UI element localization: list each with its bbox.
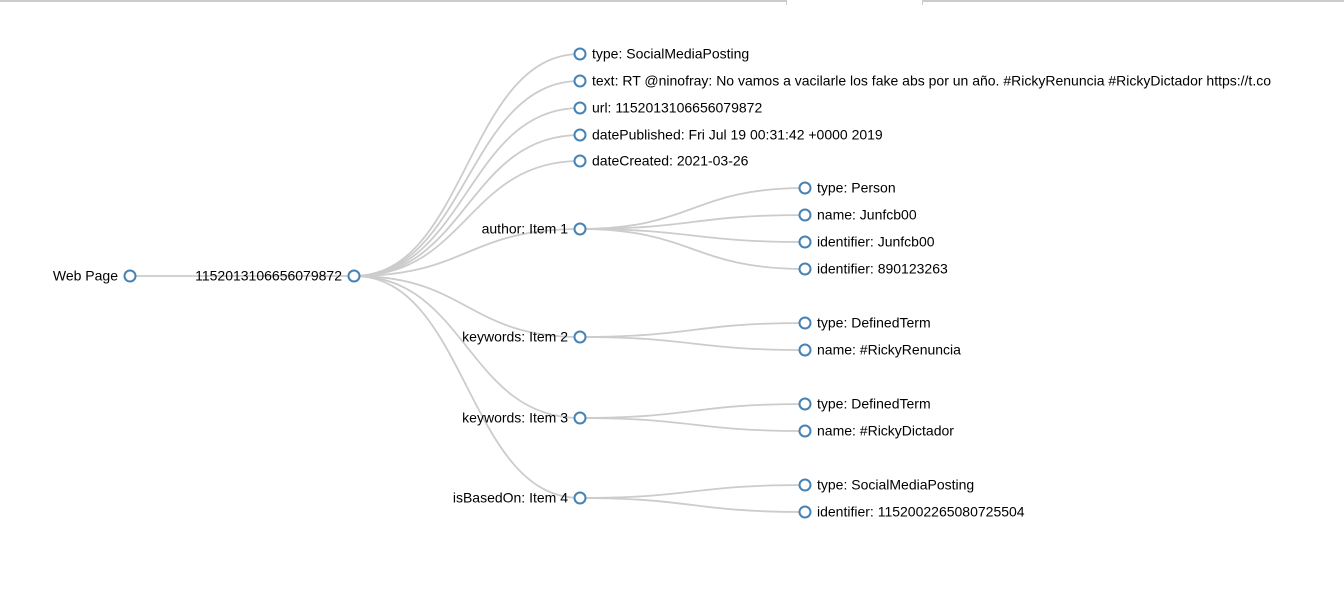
tree-link — [353, 134, 581, 277]
tree-node: author: Item 1 — [482, 220, 587, 236]
tree-link — [579, 336, 806, 351]
tree-node: dateCreated: 2021-03-26 — [573, 152, 749, 168]
tree-link — [353, 228, 581, 277]
tree-node-label: url: 1152013106656079872 — [592, 99, 762, 115]
tree-node: datePublished: Fri Jul 19 00:31:42 +0000… — [573, 126, 883, 142]
tree-node-label: text: RT @ninofray: No vamos a vacilarle… — [592, 72, 1271, 88]
tree-node: keywords: Item 2 — [462, 328, 587, 344]
tree-link — [353, 160, 581, 277]
tree-node-circle[interactable] — [798, 208, 812, 222]
tree-node-circle[interactable] — [573, 101, 587, 115]
tree-link — [579, 497, 806, 513]
tree-link — [353, 275, 581, 419]
tree-node-label: name: Junfcb00 — [817, 206, 917, 222]
tree-node: name: #RickyDictador — [798, 422, 954, 438]
tree-link — [353, 107, 581, 277]
tree-node-label: identifier: 1152002265080725504 — [817, 503, 1025, 519]
tree-link — [353, 275, 581, 499]
tree-link — [579, 403, 806, 419]
tree-node-circle[interactable] — [573, 128, 587, 142]
tree-node-circle[interactable] — [573, 154, 587, 168]
tree-node-label: type: Person — [817, 179, 896, 195]
tree-node-label: name: #RickyRenuncia — [817, 341, 961, 357]
tree-node-label: dateCreated: 2021-03-26 — [592, 152, 749, 168]
tree-node: name: Junfcb00 — [798, 206, 917, 222]
tree-node-label: identifier: Junfcb00 — [817, 233, 935, 249]
tree-link — [353, 53, 581, 277]
tree-link — [579, 187, 806, 230]
tree-node: keywords: Item 3 — [462, 409, 587, 425]
tree-link — [579, 214, 806, 230]
tree-node: Web Page — [53, 267, 137, 283]
tree-node-circle[interactable] — [123, 269, 137, 283]
tree-node-label: identifier: 890123263 — [817, 260, 948, 276]
tree-node-label: author: Item 1 — [482, 220, 569, 236]
tree-node-circle[interactable] — [798, 478, 812, 492]
tree-node-label: keywords: Item 2 — [462, 328, 568, 344]
tree-node-circle[interactable] — [573, 47, 587, 61]
tree-node-circle[interactable] — [347, 269, 361, 283]
tree-node: identifier: 1152002265080725504 — [798, 503, 1025, 519]
tree-link — [579, 417, 806, 432]
tree-node: type: SocialMediaPosting — [573, 45, 749, 61]
top-border — [0, 0, 1344, 5]
tree-node-circle[interactable] — [573, 411, 587, 425]
tree-node: identifier: 890123263 — [798, 260, 948, 276]
tree-node-circle[interactable] — [798, 343, 812, 357]
tree-link — [579, 484, 806, 499]
tree-node: text: RT @ninofray: No vamos a vacilarle… — [573, 72, 1271, 88]
tree-node-label: 1152013106656079872 — [195, 267, 342, 283]
tree-node-label: Web Page — [53, 267, 118, 283]
tree-node-label: isBasedOn: Item 4 — [453, 489, 568, 505]
tree-node: url: 1152013106656079872 — [573, 99, 762, 115]
tree-node-circle[interactable] — [573, 74, 587, 88]
tree-node-label: datePublished: Fri Jul 19 00:31:42 +0000… — [592, 126, 883, 142]
tree-node: identifier: Junfcb00 — [798, 233, 935, 249]
tree-node-label: keywords: Item 3 — [462, 409, 568, 425]
tree-node-circle[interactable] — [798, 181, 812, 195]
tree-node-label: type: DefinedTerm — [817, 395, 931, 411]
tree-nodes-layer: Web Page 1152013106656079872 type: SocialM… — [53, 45, 1271, 519]
tree-node-circle[interactable] — [798, 316, 812, 330]
tree-node-label: type: SocialMediaPosting — [592, 45, 749, 61]
tree-node: type: Person — [798, 179, 896, 195]
tree-node-circle[interactable] — [798, 505, 812, 519]
tree-node-label: type: DefinedTerm — [817, 314, 931, 330]
tree-node: type: DefinedTerm — [798, 314, 931, 330]
tree-node-circle[interactable] — [573, 222, 587, 236]
tree-node-circle[interactable] — [573, 491, 587, 505]
tree-links-layer — [130, 53, 806, 513]
tree-link — [579, 228, 806, 270]
tree-node-circle[interactable] — [798, 397, 812, 411]
tree-node-circle[interactable] — [798, 235, 812, 249]
tree-link — [579, 322, 806, 338]
tree-node-circle[interactable] — [798, 262, 812, 276]
tree-node-circle[interactable] — [573, 330, 587, 344]
tree-node: type: SocialMediaPosting — [798, 476, 974, 492]
tree-link — [353, 275, 581, 338]
active-tab-notch — [786, 0, 923, 5]
tree-node-circle[interactable] — [798, 424, 812, 438]
tree-node: 1152013106656079872 — [195, 267, 361, 283]
tree-link — [579, 228, 806, 243]
tree-node: isBasedOn: Item 4 — [453, 489, 587, 505]
tree-node-label: name: #RickyDictador — [817, 422, 954, 438]
tree-node: name: #RickyRenuncia — [798, 341, 961, 357]
tree-node: type: DefinedTerm — [798, 395, 931, 411]
tree-link — [353, 80, 581, 277]
tree-node-label: type: SocialMediaPosting — [817, 476, 974, 492]
